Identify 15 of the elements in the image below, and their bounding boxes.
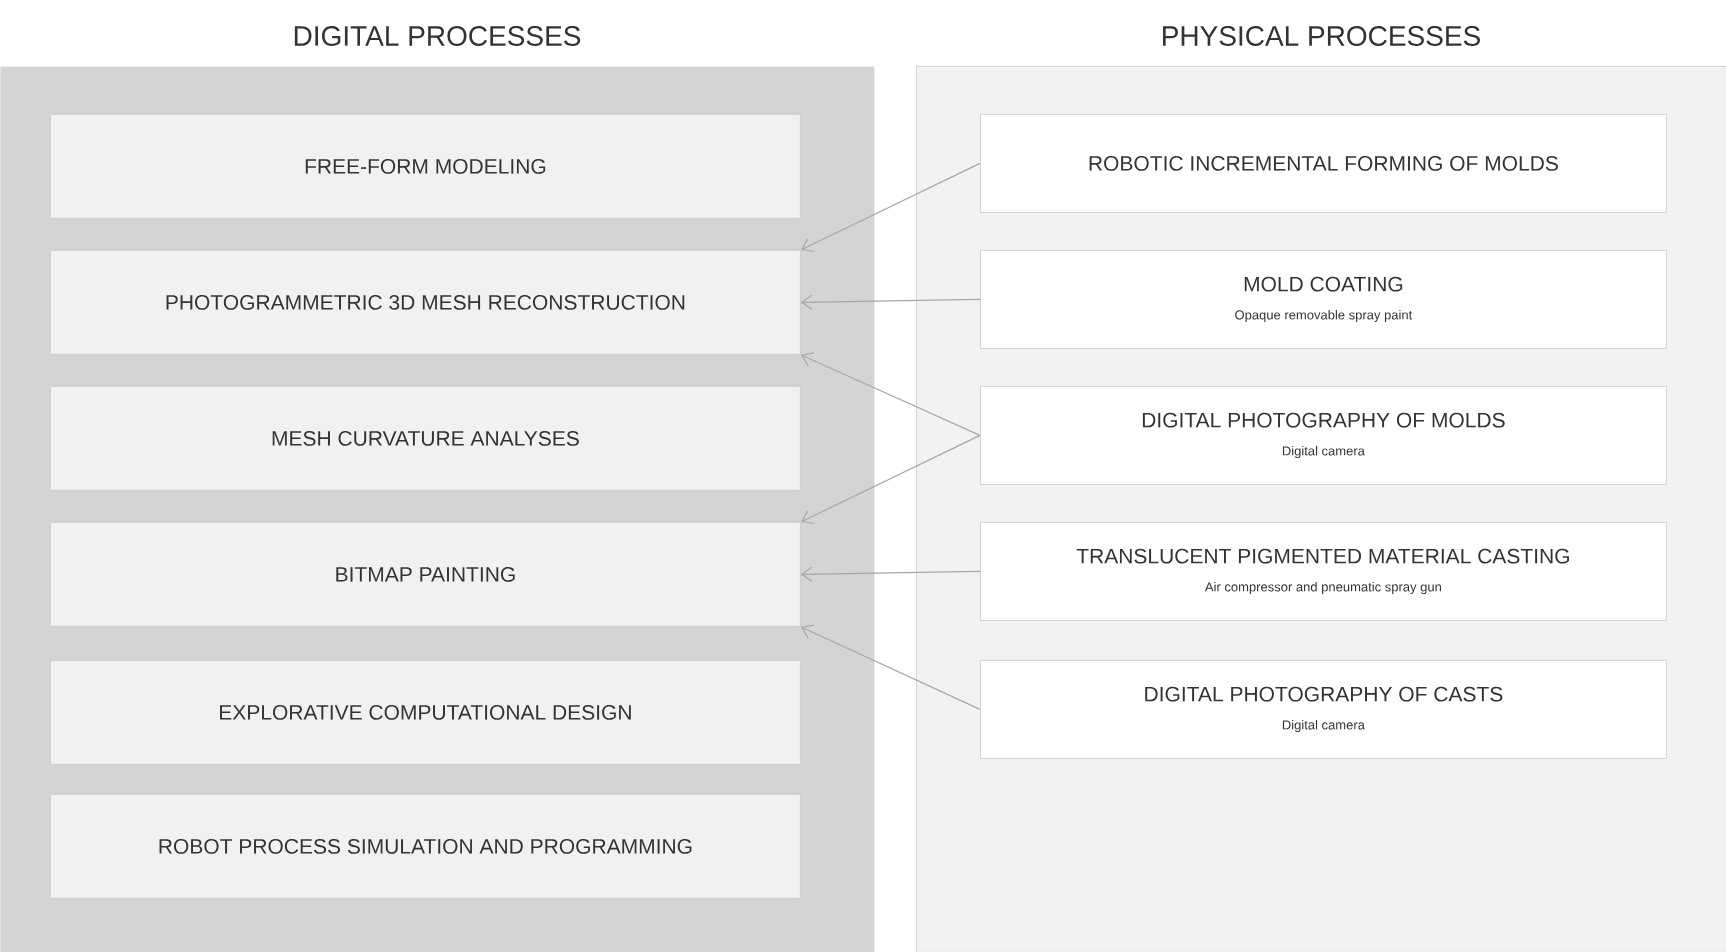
process-box: PHOTOGRAMMETRIC 3D MESH RECONSTRUCTION	[50, 250, 801, 355]
process-box: ROBOT PROCESS SIMULATION AND PROGRAMMING	[50, 794, 801, 899]
process-box: FREE-FORM MODELING	[50, 114, 801, 219]
process-box: EXPLORATIVE COMPUTATIONAL DESIGN	[50, 660, 801, 765]
process-box: ROBOTIC INCREMENTAL FORMING OF MOLDS	[980, 114, 1667, 213]
process-box: BITMAP PAINTING	[50, 522, 801, 627]
arrow	[800, 162, 981, 253]
arrow	[800, 294, 981, 310]
arrow	[800, 566, 981, 582]
panel-title: DIGITAL PROCESSES	[294, 26, 581, 46]
panel-title: PHYSICAL PROCESSES	[1163, 26, 1480, 46]
arrow	[800, 624, 981, 710]
arrow	[800, 352, 981, 436]
process-box: MESH CURVATURE ANALYSES	[50, 386, 801, 491]
arrow	[800, 434, 981, 525]
